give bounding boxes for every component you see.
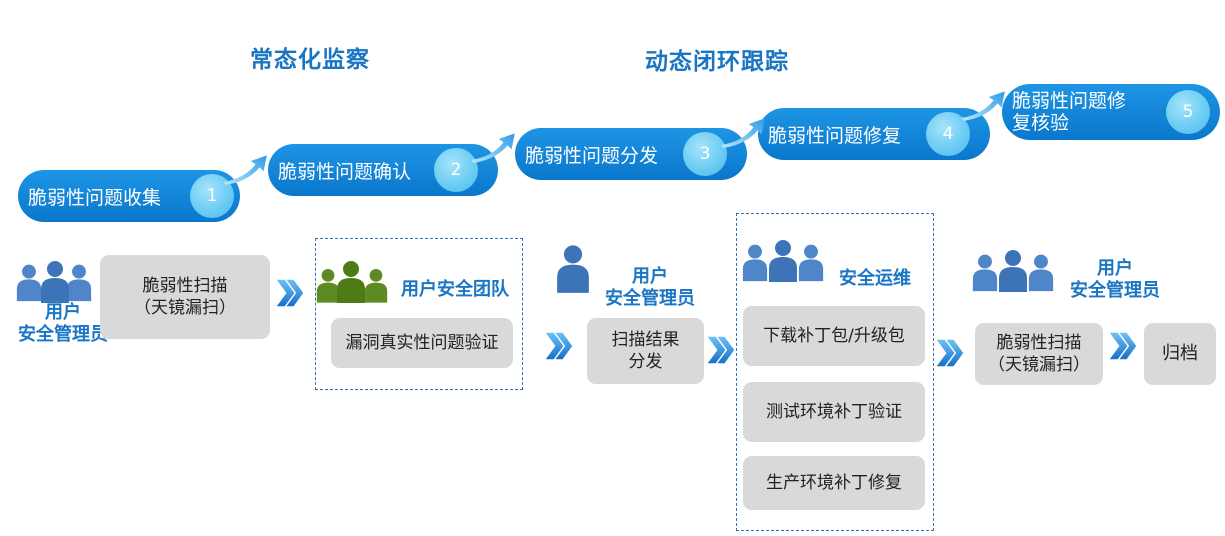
step-5-label-line2: 复核验 — [1012, 112, 1070, 134]
step-5-label: 脆弱性问题修 复核验 — [1012, 90, 1126, 134]
col3-box-line1: 扫描结果 — [611, 330, 680, 350]
curved-arrow-icon — [223, 155, 267, 185]
step-5-pill: 脆弱性问题修 复核验 5 — [1002, 84, 1220, 140]
col4-team-label: 安全运维 — [839, 268, 911, 289]
users-group-icon — [16, 261, 92, 303]
col2-team-label: 用户安全团队 — [401, 279, 509, 300]
chevron-right-icon — [1109, 332, 1137, 360]
step-4-pill: 脆弱性问题修复 4 — [758, 108, 990, 160]
chevron-right-icon — [545, 332, 573, 360]
col6-archive-box: 归档 — [1144, 323, 1216, 385]
col1-box-line2: （天镜漏扫） — [134, 298, 236, 318]
col1-scan-box: 脆弱性扫描 （天镜漏扫） — [100, 255, 270, 339]
col1-box-line1: 脆弱性扫描 — [142, 276, 228, 296]
col2-verify-box: 漏洞真实性问题验证 — [331, 318, 513, 368]
col5-role-line1: 用户 — [1097, 258, 1133, 279]
step-3-label: 脆弱性问题分发 — [525, 144, 659, 167]
col5-box-line1: 脆弱性扫描 — [996, 333, 1082, 353]
chevron-right-icon — [936, 339, 964, 367]
col3-role-line2: 安全管理员 — [605, 288, 695, 309]
col3-distribute-box: 扫描结果 分发 — [587, 318, 704, 384]
col4-step-production: 生产环境补丁修复 — [743, 456, 925, 510]
chevron-right-icon — [707, 336, 735, 364]
col4-step-test: 测试环境补丁验证 — [743, 382, 925, 442]
col5-rescan-box: 脆弱性扫描 （天镜漏扫） — [975, 323, 1103, 385]
step-2-number: 2 — [434, 148, 478, 192]
step-3-number: 3 — [683, 132, 727, 176]
col1-role-line1: 用户 — [45, 302, 81, 323]
col5-role: 用户 安全管理员 — [1055, 258, 1175, 302]
step-1-pill: 脆弱性问题收集 1 — [18, 170, 240, 222]
col2-team-panel — [315, 238, 523, 390]
users-group-icon — [742, 240, 824, 282]
curved-arrow-icon — [471, 133, 515, 163]
step-2-label: 脆弱性问题确认 — [278, 160, 412, 183]
col3-role-line1: 用户 — [632, 266, 668, 287]
col1-role-line2: 安全管理员 — [18, 324, 108, 345]
step-2-pill: 脆弱性问题确认 2 — [268, 144, 498, 196]
col3-role: 用户 安全管理员 — [590, 266, 710, 310]
heading-dynamic-tracking: 动态闭环跟踪 — [645, 49, 789, 75]
col5-box-line2: （天镜漏扫） — [988, 355, 1090, 375]
col3-box-line2: 分发 — [628, 352, 663, 372]
step-1-label: 脆弱性问题收集 — [28, 186, 162, 209]
user-icon — [557, 245, 589, 293]
team-green-icon — [316, 261, 388, 303]
step-3-pill: 脆弱性问题分发 3 — [515, 128, 747, 180]
step-4-label: 脆弱性问题修复 — [768, 124, 902, 147]
col1-role: 用户 安全管理员 — [8, 302, 118, 346]
users-group-icon — [972, 250, 1054, 292]
heading-routine-monitoring: 常态化监察 — [250, 47, 370, 73]
step-5-number: 5 — [1166, 90, 1210, 134]
col5-role-line2: 安全管理员 — [1070, 280, 1160, 301]
step-5-label-line1: 脆弱性问题修 — [1012, 90, 1127, 112]
curved-arrow-icon — [961, 91, 1005, 121]
curved-arrow-icon — [721, 118, 765, 148]
col4-ops-panel — [736, 213, 934, 531]
col4-step-download: 下载补丁包/升级包 — [743, 306, 925, 366]
chevron-right-icon — [276, 279, 304, 307]
